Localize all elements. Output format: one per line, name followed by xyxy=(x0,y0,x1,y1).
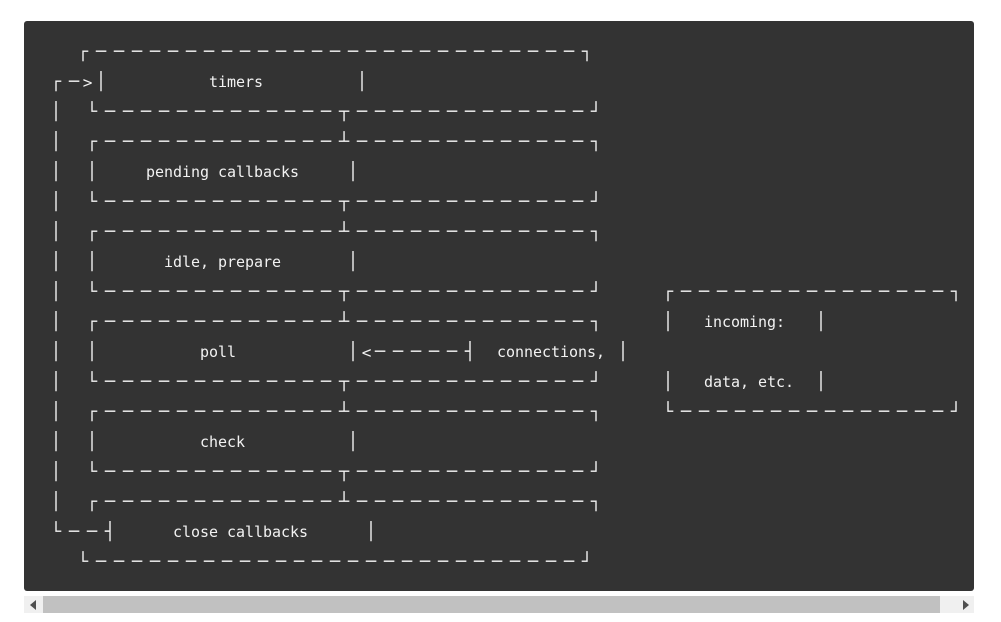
diagram-line-7: │┌─────────────┴─────────────┐ xyxy=(50,222,602,242)
diagram-line-15: │└─────────────┬─────────────┘ xyxy=(50,462,602,482)
diagram-line-18: └───────────────────────────┘ xyxy=(77,552,593,572)
diagram-line-1: ┌───────────────────────────┐ xyxy=(77,42,593,62)
diagram-line-3: │└─────────────┬─────────────┘ xyxy=(50,102,602,122)
horizontal-scrollbar[interactable] xyxy=(24,596,974,613)
diagram-line-16: │┌─────────────┴─────────────┐ xyxy=(50,492,602,512)
diagram-line-13: │┌─────────────┴─────────────┐└─────────… xyxy=(50,402,962,422)
scrollbar-thumb[interactable] xyxy=(43,596,940,613)
diagram-line-9: │└─────────────┬─────────────┘┌─────────… xyxy=(50,282,962,302)
scroll-left-arrow-icon xyxy=(29,599,36,610)
scrollbar-left-button[interactable] xyxy=(24,596,41,613)
scrollbar-right-button[interactable] xyxy=(957,596,974,613)
scrollbar-track[interactable] xyxy=(41,596,957,613)
scroll-right-arrow-icon xyxy=(962,599,969,610)
diagram-line-6: │└─────────────┬─────────────┘ xyxy=(50,192,602,212)
diagram-line-4: │┌─────────────┴─────────────┐ xyxy=(50,132,602,152)
